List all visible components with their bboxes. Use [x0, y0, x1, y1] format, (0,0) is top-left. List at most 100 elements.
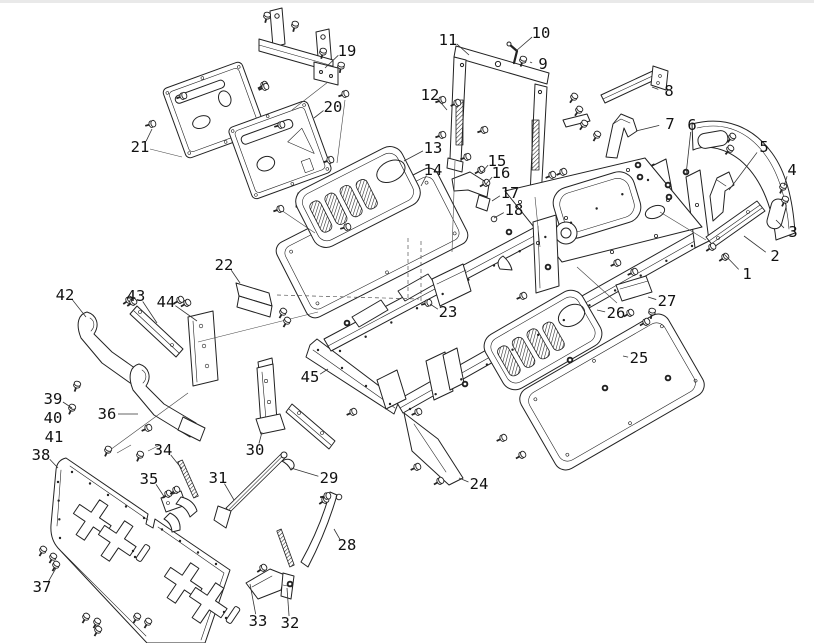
bolt-icon	[627, 267, 639, 276]
bolt-icon	[610, 258, 622, 267]
bolt-icon	[38, 545, 48, 557]
callout-33: 33	[249, 583, 267, 630]
callout-label: 32	[281, 614, 300, 632]
bolt-icon	[648, 307, 656, 320]
bolt-icon	[278, 307, 288, 319]
projection-line	[116, 444, 132, 454]
leader-line	[49, 458, 59, 469]
rivet-dot	[460, 378, 463, 381]
part-rod-10	[506, 41, 519, 65]
bolt-icon	[180, 298, 192, 308]
callout-37: 37	[33, 567, 57, 596]
bolt-icon	[291, 20, 300, 32]
hole	[654, 233, 659, 238]
nut-icon	[664, 181, 672, 189]
projection-line	[149, 148, 183, 158]
callout-31: 31	[209, 469, 235, 501]
bolt-icon	[258, 82, 270, 91]
projection-line	[336, 99, 346, 164]
bolt-icon	[410, 462, 422, 471]
part-clip-29	[281, 458, 295, 471]
callout-label: 22	[215, 256, 234, 274]
rivet-dot	[106, 493, 110, 497]
part-gusset-24	[403, 412, 464, 486]
leader-line	[333, 528, 341, 540]
part-bracket-22	[235, 282, 273, 318]
callout-label: 45	[301, 368, 320, 386]
bolt-icon	[781, 195, 790, 207]
rivet-dot	[562, 318, 566, 322]
rivet-dot	[621, 193, 624, 196]
callout-label: 35	[140, 470, 159, 488]
projection-line	[576, 266, 618, 304]
part-plate-44	[187, 310, 219, 387]
callout-label: 26	[607, 304, 626, 322]
frame-box-bracket	[431, 263, 472, 307]
callout-39: 39	[44, 390, 73, 409]
leader-line	[286, 587, 290, 617]
washer-icon	[490, 215, 498, 223]
bolt-icon	[141, 423, 153, 432]
leader-line	[728, 152, 758, 191]
nut-icon	[286, 580, 294, 588]
leader-line	[429, 303, 439, 310]
leader-line	[783, 176, 788, 187]
bolt-icon	[705, 242, 717, 252]
nut-icon	[461, 380, 469, 388]
callout-label: 4	[787, 161, 796, 179]
rivet-dot	[569, 221, 573, 224]
bolt-icon	[516, 291, 528, 300]
nut-icon	[634, 161, 642, 169]
bolt-icon	[496, 433, 508, 442]
rivet-dot	[316, 348, 320, 352]
leader-line	[170, 454, 183, 470]
washer-icon	[335, 493, 343, 501]
rivet-dot	[613, 289, 617, 292]
part-rod-31	[213, 451, 288, 529]
projection-line	[659, 211, 707, 241]
hole	[610, 249, 615, 254]
callout-label: 38	[32, 446, 51, 464]
hole	[518, 199, 523, 204]
part-footpad-26	[483, 289, 603, 391]
leader-line	[62, 401, 73, 409]
callout-label: 27	[658, 292, 677, 310]
rivet-dot	[338, 349, 342, 353]
bolt-icon	[93, 625, 103, 637]
part-link-strip	[562, 113, 591, 128]
nut-icon	[636, 173, 644, 181]
callout-26: 26	[596, 304, 626, 322]
bolt-icon	[273, 204, 285, 213]
leader-line	[313, 110, 324, 119]
leader-line	[596, 309, 606, 313]
nut-icon	[544, 263, 552, 271]
bolt-icon	[73, 380, 82, 392]
callout-9: 9	[529, 55, 548, 73]
part-bracket-5	[709, 171, 735, 222]
nut-icon	[505, 228, 513, 236]
part-arm-28	[300, 491, 338, 568]
parts-layer	[50, 7, 796, 643]
leader-line	[72, 299, 87, 318]
leader-line	[48, 567, 57, 582]
callout-label: 9	[538, 55, 547, 73]
callout-label: 42	[56, 286, 75, 304]
leader-line	[224, 483, 235, 501]
engine-deck-opening	[552, 171, 642, 239]
hole	[564, 215, 569, 220]
callout-41: 41	[45, 428, 64, 446]
callout-label: 14	[424, 161, 443, 179]
rivet-dot	[415, 307, 419, 310]
callout-24: 24	[458, 475, 488, 493]
callout-label: 1	[742, 265, 751, 283]
rivet-dot	[434, 392, 437, 396]
leader-line	[155, 484, 166, 499]
leader-line	[491, 195, 501, 202]
callout-label: 31	[209, 469, 228, 487]
bolt-icon	[104, 445, 113, 457]
bolt-icon	[256, 563, 268, 573]
callout-42: 42	[56, 286, 87, 318]
bolt-icon	[623, 308, 635, 318]
callout-36: 36	[98, 405, 138, 423]
